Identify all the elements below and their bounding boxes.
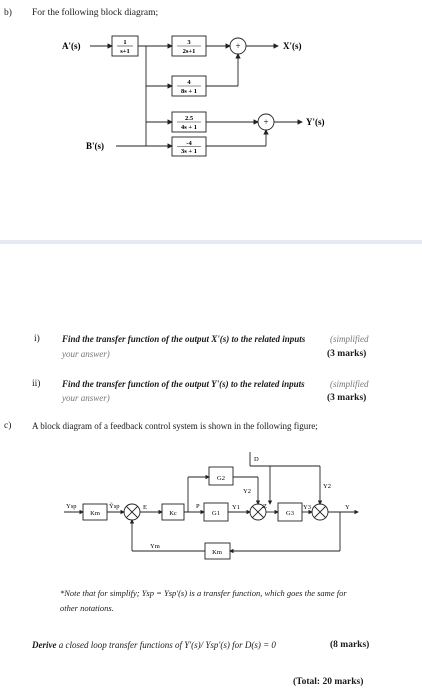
block-5-den: 3s + 1 [181, 148, 197, 155]
part-c-intro: A block diagram of a feedback control sy… [32, 421, 318, 431]
km-block-forward [82, 503, 108, 521]
summer-2 [257, 113, 275, 131]
g2-block [208, 466, 234, 486]
summer-y [311, 503, 329, 521]
label-y-top: Y2 [323, 483, 331, 490]
label-y1: Y1 [232, 504, 240, 511]
total-marks: (Total: 20 marks) [293, 677, 364, 687]
input-a-label: A'(s) [62, 41, 81, 51]
block-1-den: s+1 [120, 48, 129, 55]
label-ym: Ym [150, 543, 160, 550]
block-5-num: -4 [186, 140, 192, 147]
comparator-1 [123, 503, 141, 521]
q1-hint: (simplified [330, 334, 369, 344]
block-2-num: 3 [187, 39, 191, 46]
input-b-label: B'(s) [86, 141, 104, 151]
label-ysp-tilde: Ỹsp [109, 502, 119, 510]
output-y-label: Y'(s) [306, 117, 325, 127]
summer-1 [229, 37, 247, 55]
q1-hint-2: your answer) [62, 349, 110, 359]
block-4-den: 4s + 1 [181, 124, 197, 131]
block-3 [171, 75, 207, 97]
page-separator [0, 240, 422, 244]
block-1 [111, 35, 139, 57]
q2-text: Find the transfer function of the output… [62, 379, 305, 389]
q2-number: ii) [32, 379, 41, 389]
note-line-1: *Note that for simplify; Ysp = Ysp'(s) i… [60, 588, 347, 598]
derive-text: a closed loop transfer functions of Y'(s… [58, 640, 276, 650]
summer-1-sign: + [235, 41, 240, 51]
block-4-num: 2.5 [185, 115, 194, 122]
label-km-feedback: Km [212, 549, 222, 556]
q2-marks: (3 marks) [327, 393, 367, 403]
q1-text: Find the transfer function of the output… [62, 334, 306, 344]
g3-block [277, 502, 303, 522]
km-block-feedback [204, 542, 231, 560]
label-y2: Y2 [243, 488, 251, 495]
derive-marks: (8 marks) [330, 640, 370, 650]
part-b-label: b) [4, 8, 12, 18]
label-e: E [143, 504, 147, 511]
kc-block [161, 503, 185, 521]
label-g3: G3 [286, 510, 294, 517]
part-c-label: c) [4, 421, 12, 431]
block-3-num: 4 [187, 79, 191, 86]
q2-hint-2: your answer) [62, 393, 110, 403]
label-p: P [196, 503, 200, 510]
q1-marks: (3 marks) [327, 349, 367, 359]
block-2 [171, 35, 207, 57]
part-b-intro: For the following block diagram; [32, 8, 159, 18]
q2-hint: (simplified [330, 379, 369, 389]
label-z: Z [263, 503, 267, 510]
output-x-label: X'(s) [283, 41, 302, 51]
note-line-2: other notations. [60, 603, 114, 613]
summer-2-sign: + [263, 117, 268, 127]
label-d: D [254, 456, 259, 463]
label-ysp: Ysp [66, 503, 76, 510]
derive-bold: Derive [32, 640, 57, 650]
label-g1: G1 [212, 510, 220, 517]
label-km-forward: Km [90, 510, 100, 517]
label-y: Y [345, 504, 350, 511]
block-4 [171, 111, 207, 133]
block-3-den: 8s + 1 [181, 88, 197, 95]
block-diagram-b: A'(s) B'(s) X'(s) Y'(s) + + 1 s+1 3 2s+1… [62, 35, 325, 157]
label-y3: Y3 [303, 504, 311, 511]
label-kc: Kc [169, 510, 177, 517]
summer-z [249, 503, 267, 521]
block-5 [171, 136, 207, 157]
q1-number: i) [34, 334, 40, 344]
block-1-num: 1 [123, 39, 126, 46]
label-g2: G2 [217, 475, 225, 482]
derive-line: Derive a closed loop transfer functions … [32, 639, 276, 651]
block-2-den: 2s+1 [183, 48, 196, 55]
g1-block [203, 502, 229, 522]
